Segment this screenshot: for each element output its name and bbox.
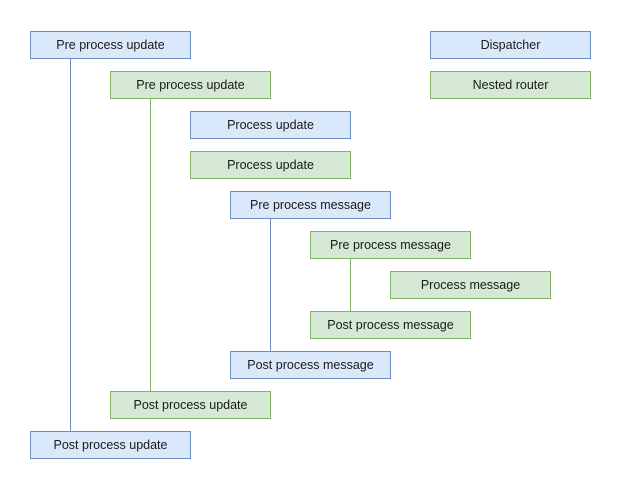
node-process-update-blue[interactable]: Process update (190, 111, 351, 139)
node-label: Process update (227, 117, 314, 132)
connector-pre-update-blue-to-post-update-blue (70, 59, 71, 431)
node-label: Post process message (247, 357, 374, 372)
node-process-update-green[interactable]: Process update (190, 151, 351, 179)
node-post-process-update-blue[interactable]: Post process update (30, 431, 191, 459)
node-label: Pre process update (56, 37, 165, 52)
connector-pre-update-green-to-post-update-green (150, 99, 151, 391)
legend-label: Nested router (472, 77, 549, 92)
legend-dispatcher[interactable]: Dispatcher (430, 31, 591, 59)
node-label: Process update (227, 157, 314, 172)
legend-nested-router[interactable]: Nested router (430, 71, 591, 99)
connector-pre-message-green-to-post-message-green (350, 259, 351, 311)
node-pre-process-message-blue[interactable]: Pre process message (230, 191, 391, 219)
node-pre-process-message-green[interactable]: Pre process message (310, 231, 471, 259)
node-label: Post process update (53, 437, 168, 452)
node-post-process-message-blue[interactable]: Post process message (230, 351, 391, 379)
node-process-message-green[interactable]: Process message (390, 271, 551, 299)
node-pre-process-update-blue[interactable]: Pre process update (30, 31, 191, 59)
node-label: Pre process message (330, 237, 451, 252)
legend-label: Dispatcher (480, 37, 541, 52)
node-post-process-message-green[interactable]: Post process message (310, 311, 471, 339)
node-label: Pre process update (136, 77, 245, 92)
node-label: Pre process message (250, 197, 371, 212)
node-label: Post process message (327, 317, 454, 332)
connector-pre-message-blue-to-post-message-blue (270, 219, 271, 351)
node-label: Post process update (133, 397, 248, 412)
node-pre-process-update-green[interactable]: Pre process update (110, 71, 271, 99)
node-label: Process message (420, 277, 521, 292)
node-post-process-update-green[interactable]: Post process update (110, 391, 271, 419)
